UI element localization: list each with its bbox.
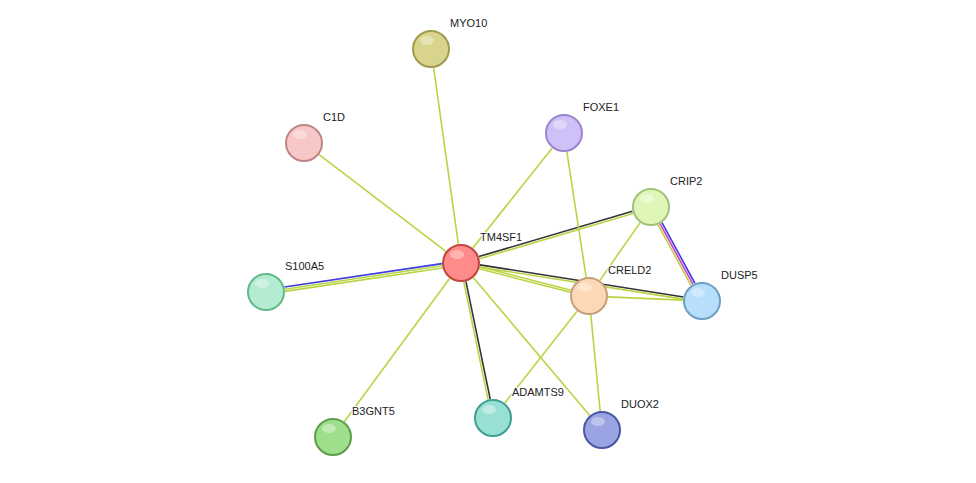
evidence-line bbox=[479, 211, 633, 256]
protein-node: CRIP2 bbox=[632, 188, 670, 226]
evidence-line bbox=[660, 224, 693, 285]
node-highlight bbox=[255, 279, 269, 288]
node-highlight bbox=[420, 36, 434, 45]
node-highlight bbox=[322, 424, 336, 433]
protein-node: S100A5 bbox=[247, 273, 285, 311]
node-highlight bbox=[591, 417, 605, 426]
node-highlight bbox=[578, 283, 592, 292]
protein-label: MYO10 bbox=[450, 17, 487, 29]
evidence-line bbox=[505, 311, 578, 403]
evidence-line bbox=[662, 223, 695, 284]
interaction-edge bbox=[434, 68, 459, 244]
interaction-edge bbox=[608, 297, 683, 300]
protein-label: S100A5 bbox=[285, 260, 324, 272]
evidence-line bbox=[344, 278, 449, 421]
protein-node: C1D bbox=[285, 124, 323, 162]
evidence-line bbox=[591, 315, 600, 411]
protein-label: CRELD2 bbox=[608, 264, 651, 276]
protein-label: DUOX2 bbox=[621, 398, 659, 410]
interaction-edge bbox=[479, 211, 633, 258]
evidence-line bbox=[466, 281, 490, 399]
evidence-line bbox=[480, 267, 571, 291]
interaction-edge bbox=[567, 152, 586, 277]
interaction-edge bbox=[658, 223, 695, 286]
protein-node: DUSP5 bbox=[683, 282, 721, 320]
node-highlight bbox=[450, 250, 464, 259]
interaction-edge bbox=[505, 311, 578, 403]
interaction-edge bbox=[464, 281, 490, 399]
protein-label: ADAMTS9 bbox=[512, 386, 564, 398]
protein-label: DUSP5 bbox=[721, 269, 758, 281]
node-highlight bbox=[482, 405, 496, 414]
interaction-edge bbox=[591, 315, 600, 411]
protein-node: ADAMTS9 bbox=[474, 399, 512, 437]
interaction-edge bbox=[473, 148, 552, 248]
evidence-line bbox=[567, 152, 586, 277]
evidence-line bbox=[473, 148, 552, 248]
protein-node: CRELD2 bbox=[570, 277, 608, 315]
protein-label: B3GNT5 bbox=[352, 405, 395, 417]
node-highlight bbox=[553, 120, 567, 129]
protein-node: B3GNT5 bbox=[314, 418, 352, 456]
protein-label: CRIP2 bbox=[670, 175, 702, 187]
evidence-line bbox=[319, 155, 446, 252]
interaction-edge bbox=[319, 155, 446, 252]
protein-node: MYO10 bbox=[412, 30, 450, 68]
protein-node: TM4SF1 bbox=[442, 244, 480, 282]
protein-label: FOXE1 bbox=[583, 101, 619, 113]
protein-node: DUOX2 bbox=[583, 411, 621, 449]
evidence-line bbox=[658, 225, 691, 286]
protein-node: FOXE1 bbox=[545, 114, 583, 152]
protein-label: C1D bbox=[323, 111, 345, 123]
node-highlight bbox=[293, 130, 307, 139]
evidence-line bbox=[434, 68, 459, 244]
node-highlight bbox=[691, 288, 705, 297]
evidence-line bbox=[464, 282, 488, 400]
interaction-edge bbox=[344, 278, 449, 421]
evidence-line bbox=[608, 297, 683, 300]
node-highlight bbox=[640, 194, 654, 203]
evidence-line bbox=[480, 213, 634, 258]
protein-label: TM4SF1 bbox=[480, 231, 522, 243]
